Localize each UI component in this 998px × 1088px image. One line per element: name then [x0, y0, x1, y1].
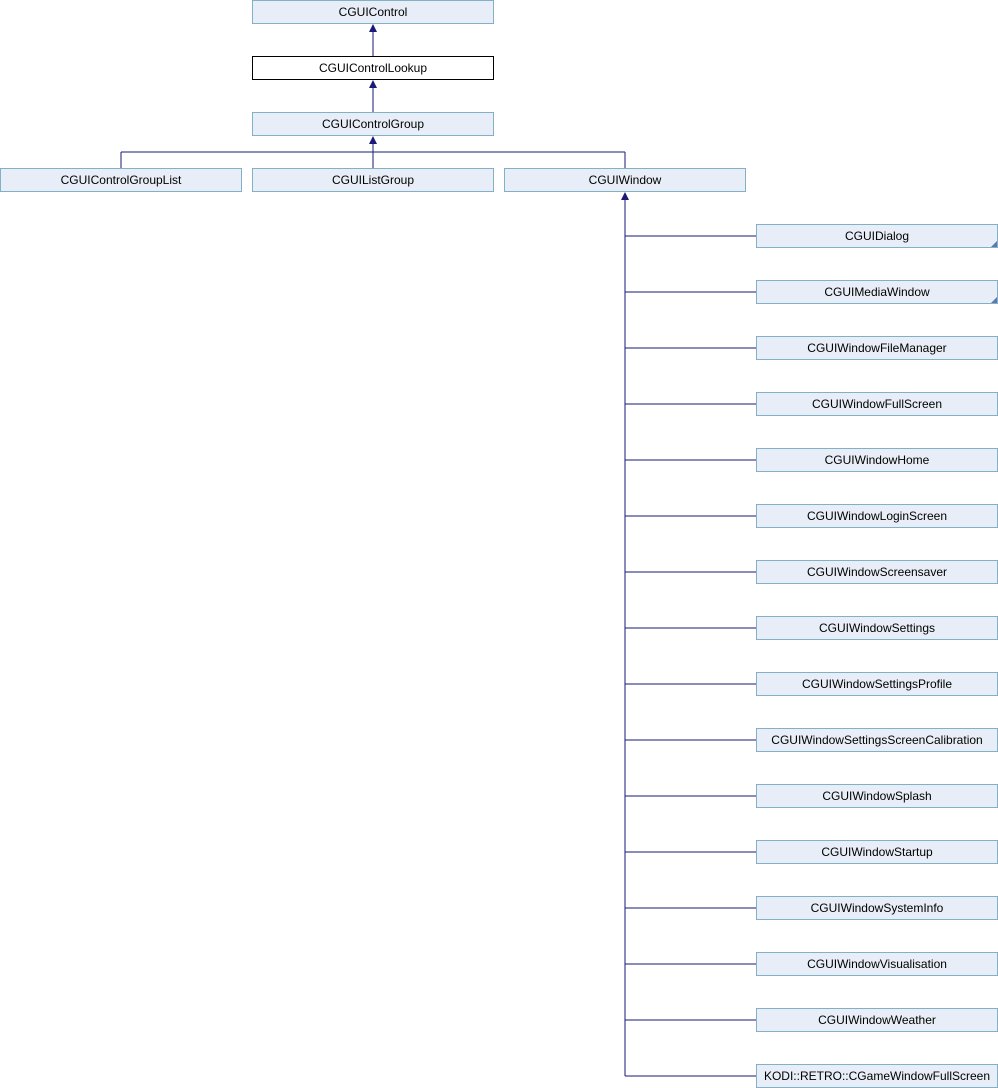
node-window-child[interactable]: CGUIWindowFileManager — [756, 336, 998, 360]
node-window-child[interactable]: KODI::RETRO::CGameWindowFullScreen — [756, 1064, 998, 1088]
node-window-child[interactable]: CGUIWindowLoginScreen — [756, 504, 998, 528]
node-window-child[interactable]: CGUIWindowHome — [756, 448, 998, 472]
node-window-child[interactable]: CGUIWindowWeather — [756, 1008, 998, 1032]
more-subclasses-icon — [991, 297, 997, 303]
node-cgui-control-group[interactable]: CGUIControlGroup — [252, 112, 494, 136]
node-window-child[interactable]: CGUIWindowSystemInfo — [756, 896, 998, 920]
node-window-child[interactable]: CGUIDialog — [756, 224, 998, 248]
node-window-child[interactable]: CGUIWindowScreensaver — [756, 560, 998, 584]
node-window-child[interactable]: CGUIWindowFullScreen — [756, 392, 998, 416]
node-window-child[interactable]: CGUIWindowSettingsProfile — [756, 672, 998, 696]
node-window-child[interactable]: CGUIWindowStartup — [756, 840, 998, 864]
node-cgui-list-group[interactable]: CGUIListGroup — [252, 168, 494, 192]
node-cgui-control-lookup: CGUIControlLookup — [252, 56, 494, 80]
node-window-child[interactable]: CGUIMediaWindow — [756, 280, 998, 304]
node-cgui-control-group-list[interactable]: CGUIControlGroupList — [0, 168, 242, 192]
node-cgui-window[interactable]: CGUIWindow — [504, 168, 746, 192]
node-window-child[interactable]: CGUIWindowSplash — [756, 784, 998, 808]
more-subclasses-icon — [991, 241, 997, 247]
node-window-child[interactable]: CGUIWindowSettings — [756, 616, 998, 640]
node-window-child[interactable]: CGUIWindowSettingsScreenCalibration — [756, 728, 998, 752]
node-window-child[interactable]: CGUIWindowVisualisation — [756, 952, 998, 976]
node-cgui-control[interactable]: CGUIControl — [252, 0, 494, 24]
